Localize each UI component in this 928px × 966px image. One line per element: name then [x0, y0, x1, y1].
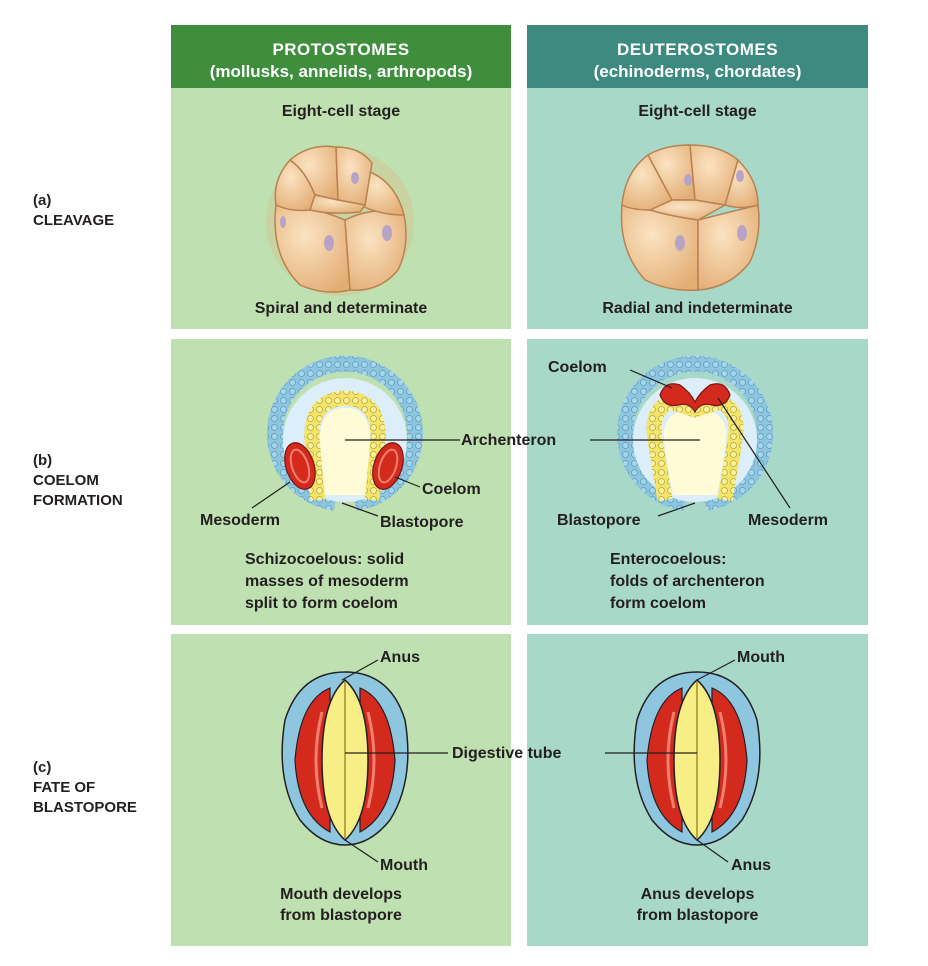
deut-blastopore-label: Blastopore	[557, 512, 641, 529]
row-letter-c: (c)	[33, 759, 52, 776]
proto-title: PROTOSTOMES	[272, 40, 410, 59]
proto-coelom-caption-line: split to form coelom	[245, 595, 398, 612]
proto-fate-caption-line: from blastopore	[280, 907, 402, 924]
deut-stage-label: Eight-cell stage	[638, 103, 757, 120]
proto-coelom-caption: Schizocoelous: solid masses of mesoderm …	[245, 549, 409, 615]
row-name-fate-2: BLASTOPORE	[33, 799, 137, 816]
deut-coelom-caption: Enterocoelous: folds of archenteron form…	[610, 549, 765, 615]
proto-eight-cell-embryo	[266, 145, 414, 296]
row-name-coelom-1: COELOM	[33, 472, 99, 489]
deut-header-bg	[527, 25, 868, 88]
deut-fate-caption: Anus develops from blastopore	[527, 884, 868, 926]
proto-header-bg	[171, 25, 511, 88]
row-name-cleavage: CLEAVAGE	[33, 212, 115, 229]
deut-coelom-caption-line: folds of archenteron	[610, 573, 765, 590]
digestive-tube-label: Digestive tube	[452, 745, 562, 762]
deut-top-opening-label: Mouth	[737, 649, 785, 666]
deut-coelom-caption-line: Enterocoelous:	[610, 551, 727, 568]
proto-cleavage-caption: Spiral and determinate	[254, 300, 428, 317]
proto-subtitle: (mollusks, annelids, arthropods)	[209, 62, 473, 81]
proto-coelom-caption-line: masses of mesoderm	[245, 573, 409, 590]
deut-fate-caption-line: Anus develops	[640, 886, 755, 903]
deut-tube-embryo	[605, 659, 761, 863]
proto-fate-caption: Mouth develops from blastopore	[171, 884, 511, 926]
archenteron-label: Archenteron	[461, 432, 557, 449]
proto-header: PROTOSTOMES (mollusks, annelids, arthrop…	[171, 25, 511, 88]
row-label-fate: (c) FATE OF BLASTOPORE	[33, 758, 137, 818]
deut-fate-caption-line: from blastopore	[636, 907, 759, 924]
deut-header: DEUTEROSTOMES (echinoderms, chordates)	[527, 25, 868, 88]
proto-fate-caption-line: Mouth develops	[280, 886, 402, 903]
deut-title: DEUTEROSTOMES	[616, 40, 779, 59]
deut-eight-cell-embryo	[620, 144, 760, 292]
row-letter-a: (a)	[33, 192, 52, 209]
row-label-coelom: (b) COELOM FORMATION	[33, 451, 123, 511]
row-letter-b: (b)	[33, 452, 53, 469]
deut-subtitle: (echinoderms, chordates)	[593, 62, 802, 81]
deut-mesoderm-label: Mesoderm	[748, 512, 829, 529]
proto-tube-embryo	[281, 659, 448, 863]
proto-coelom-caption-line: Schizocoelous: solid	[245, 551, 405, 568]
deut-coelom-label: Coelom	[548, 359, 607, 376]
deut-gastrula	[590, 355, 791, 517]
row-name-coelom-2: FORMATION	[33, 492, 123, 509]
proto-bottom-opening-label: Mouth	[380, 857, 428, 874]
proto-stage-label: Eight-cell stage	[281, 103, 401, 120]
row-name-fate-1: FATE OF	[33, 779, 96, 796]
proto-blastopore-label: Blastopore	[380, 514, 464, 531]
deut-bottom-opening-label: Anus	[731, 857, 771, 874]
deut-cleavage-caption: Radial and indeterminate	[602, 300, 793, 317]
deut-coelom-caption-line: form coelom	[610, 595, 707, 612]
proto-mesoderm-label: Mesoderm	[200, 512, 281, 529]
proto-coelom-label: Coelom	[422, 481, 481, 498]
row-label-cleavage: (a) CLEAVAGE	[33, 191, 114, 231]
proto-top-opening-label: Anus	[380, 649, 420, 666]
proto-gastrula	[251, 355, 460, 517]
